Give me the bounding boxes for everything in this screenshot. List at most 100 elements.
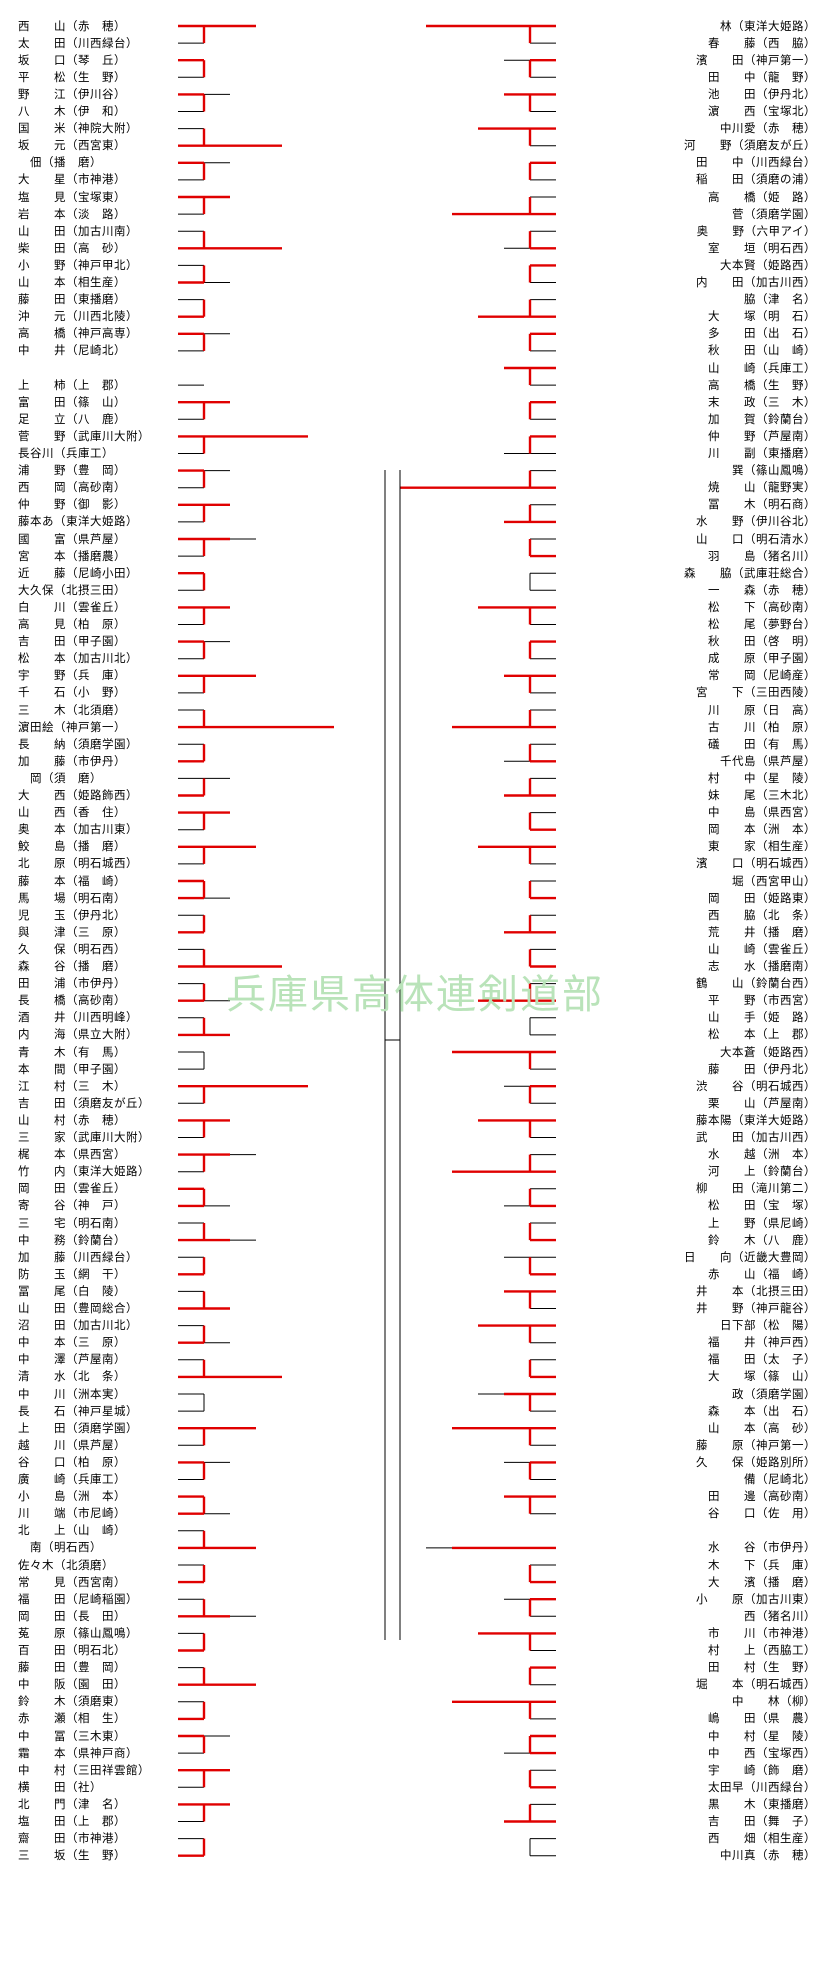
competitor-name: 鈴 木 [18, 1694, 66, 1709]
competitor-name: 佃 [18, 155, 42, 170]
competitor-entry: 西 畑（相生産） [560, 1830, 822, 1847]
competitor-school: （三木北） [756, 788, 816, 802]
competitor-school: （西脇工） [756, 1643, 816, 1657]
competitor-school: （北 条） [66, 1369, 126, 1384]
competitor-entry: 藤 本（福 崎） [18, 873, 178, 890]
competitor-name: 室 垣 [708, 240, 756, 255]
competitor-name: 川 副 [708, 446, 756, 460]
competitor-school: （姫 路） [756, 189, 816, 204]
competitor-school: （神戸星城） [66, 1403, 138, 1418]
competitor-entry: 中 本（三 原） [18, 1334, 178, 1351]
competitor-school: （啓 明） [756, 634, 816, 649]
competitor-name: 大久保 [18, 582, 54, 597]
competitor-school: （八 鹿） [756, 1232, 816, 1247]
competitor-entry: 森 谷（播 磨） [18, 958, 178, 975]
competitor-school: （宝塚北） [756, 104, 816, 118]
competitor-entry: 越 川（県芦屋） [18, 1437, 178, 1454]
competitor-school: （北摂三田） [744, 1283, 816, 1298]
competitor-name: 中川真 [720, 1848, 756, 1863]
competitor-school: （高 砂） [756, 1420, 816, 1435]
competitor-entry: 福 井（神戸西） [560, 1334, 822, 1351]
competitor-name: 千代島 [720, 753, 756, 768]
competitor-school: （播 磨） [66, 839, 126, 854]
competitor-school: （三田西陵） [744, 685, 816, 700]
competitor-name: 太田早 [708, 1779, 744, 1794]
competitor-name: 中 村 [708, 1728, 756, 1743]
competitor-school: （福 崎） [756, 1266, 816, 1281]
competitor-school: （出 石） [756, 1403, 816, 1418]
competitor-school: （川西緑台） [66, 1249, 138, 1264]
competitor-name: 妹 尾 [708, 788, 756, 802]
competitor-entry: 大本蒼（姫路西） [560, 1044, 822, 1061]
competitor-school: （香 住） [66, 805, 126, 820]
competitor-name: 白 川 [18, 599, 66, 614]
competitor-name: 中 井 [18, 343, 66, 358]
competitor-entry: 高 橋（姫 路） [560, 189, 822, 206]
competitor-name: 山 田 [18, 1301, 66, 1315]
competitor-entry: 岡 田（姫路東） [560, 890, 822, 907]
competitor-name: 濱 口 [696, 856, 744, 871]
competitor-school: （有 馬） [756, 736, 816, 751]
competitor-entry: 馬 場（明石南） [18, 890, 178, 907]
competitor-entry: 國 富（県芦屋） [18, 531, 178, 548]
competitor-name: 小 原 [696, 1591, 744, 1606]
competitor-entry: 宇 崎（飾 磨） [560, 1762, 822, 1779]
competitor-entry: 菅 野（武庫川大附） [18, 428, 178, 445]
competitor-entry: 谷 口（柏 原） [18, 1454, 178, 1471]
competitor-school: （市伊丹） [66, 976, 126, 991]
competitor-school: （市尼崎） [66, 1506, 126, 1521]
competitor-school: （東播磨） [756, 1796, 816, 1811]
competitor-name: 田 浦 [18, 976, 66, 991]
competitor-entry: 河 野（須磨友が丘） [560, 137, 822, 154]
competitor-school: （相生産） [66, 275, 126, 289]
competitor-school: （生 野） [756, 377, 816, 392]
competitor-school: （網 干） [66, 1266, 126, 1281]
competitor-name: 鶴 山 [696, 976, 744, 991]
competitor-entry: 沖 元（川西北陵） [18, 308, 178, 325]
competitor-school: （兵庫工） [756, 360, 816, 375]
competitor-school: （伊 和） [66, 104, 126, 118]
competitor-name: 與 津 [18, 924, 66, 939]
competitor-entry: 中 井（尼崎北） [18, 342, 178, 359]
competitor-entry: 川 副（東播磨） [560, 445, 822, 462]
competitor-name: 川 端 [18, 1506, 66, 1521]
competitor-name: 大 濱 [708, 1574, 756, 1589]
competitor-school: （明石西） [66, 941, 126, 956]
competitor-entry: 焼 山（龍野実） [560, 479, 822, 496]
competitor-entry: 青 木（有 馬） [18, 1044, 178, 1061]
competitor-name: 平 野 [708, 993, 756, 1008]
competitor-name: 北 原 [18, 856, 66, 871]
competitor-name: 高 見 [18, 617, 66, 631]
competitor-name: 日 向 [684, 1249, 732, 1264]
competitor-school: （市神港） [756, 1625, 816, 1640]
competitor-school: （市伊丹） [756, 1540, 816, 1555]
competitor-school: （白 陵） [66, 1283, 126, 1298]
competitor-name: 中 西 [708, 1745, 756, 1760]
competitor-entry: 浦 野（豊 岡） [18, 462, 178, 479]
competitor-name: 寄 谷 [18, 1198, 66, 1213]
competitor-school: （豊岡総合） [66, 1301, 138, 1315]
competitor-school: （川西北陵） [66, 309, 138, 324]
competitor-entry: 中 村（三田祥雲館） [18, 1762, 178, 1779]
competitor-name: 吉 田 [18, 1095, 66, 1110]
competitor-entry: 妹 尾（三木北） [560, 787, 822, 804]
competitor-entry: 近 藤（尼崎小田） [18, 565, 178, 582]
competitor-school: （日 高） [756, 702, 816, 717]
competitor-school: （洲 本） [756, 1147, 816, 1162]
competitor-name: 西 [732, 1608, 756, 1623]
competitor-name: 秋 田 [708, 634, 756, 649]
competitor-name: 栗 山 [708, 1095, 756, 1110]
competitor-entry: 西 山（赤 穂） [18, 18, 178, 35]
competitor-school: （津 名） [66, 1796, 126, 1811]
competitor-name: 児 玉 [18, 907, 66, 922]
competitor-entry: 加 賀（鈴蘭台） [560, 411, 822, 428]
competitor-entry: 防 玉（網 干） [18, 1266, 178, 1283]
competitor-entry: 菅（須磨学園） [560, 206, 822, 223]
competitor-school: （県 農） [756, 1711, 816, 1726]
competitor-name: 加 藤 [18, 753, 66, 768]
competitor-school: （柏 原） [66, 1454, 126, 1469]
competitor-name: 小 野 [18, 257, 66, 272]
competitor-entry: 堀（西宮甲山） [560, 873, 822, 890]
competitor-name: 山 崎 [708, 360, 756, 375]
competitor-entry: 西 岡（高砂南） [18, 479, 178, 496]
